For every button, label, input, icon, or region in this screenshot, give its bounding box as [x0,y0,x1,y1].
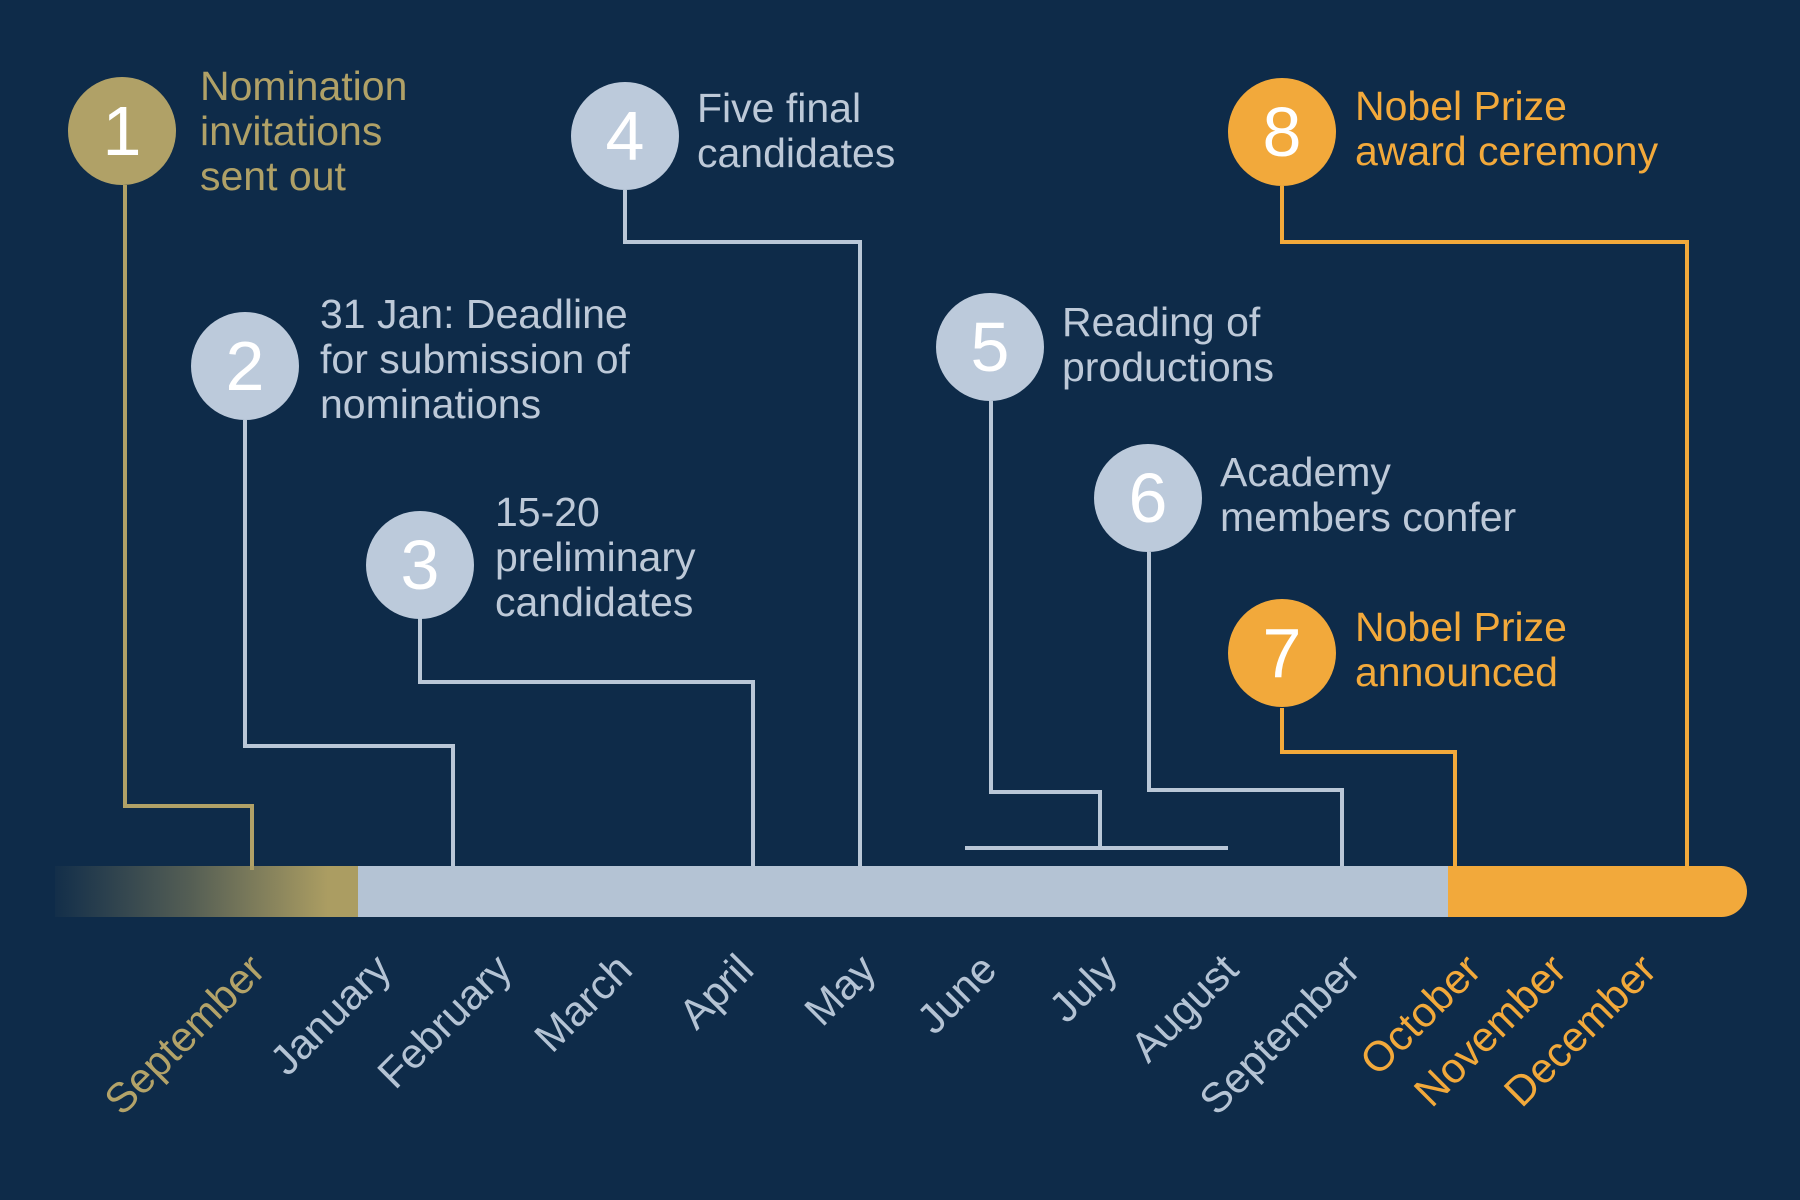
step-2-circle: 2 [191,312,299,420]
step-1-number: 1 [102,92,142,170]
connector-step-4 [623,190,862,870]
step-6-circle: 6 [1094,444,1202,552]
step-3-circle: 3 [366,511,474,619]
step-1-label: Nomination invitations sent out [200,63,408,199]
step-6-label: Academy members confer [1220,449,1517,540]
step-5-label: Reading of productions [1062,299,1274,390]
connector-step-6 [1147,552,1344,870]
connector-step-2 [243,420,455,870]
step-8-circle: 8 [1228,78,1336,186]
step-6-number: 6 [1128,459,1168,537]
step-7-number: 7 [1262,614,1302,692]
step-5-number: 5 [970,308,1010,386]
connector-step-3 [418,614,755,870]
step-4-circle: 4 [571,82,679,190]
connector-step-7 [1280,708,1457,870]
step-5-circle: 5 [936,293,1044,401]
step-8-number: 8 [1262,93,1302,171]
step-7-circle: 7 [1228,599,1336,707]
step-4-number: 4 [605,97,645,175]
step-4-label: Five final candidates [697,85,896,176]
step-2-label: 31 Jan: Deadline for submission of nomin… [320,291,630,427]
step-2-number: 2 [225,327,265,405]
step-1-circle: 1 [68,77,176,185]
timeline-bar-october-december-segment [1448,866,1747,917]
connector-step-5 [989,401,1102,846]
timeline-bar-september-gradient-segment [55,866,358,917]
step-8-label: Nobel Prize award ceremony [1355,83,1659,174]
step-7-label: Nobel Prize announced [1355,604,1567,695]
connector-step-8 [1280,186,1689,870]
step-3-label: 15-20 preliminary candidates [495,489,696,625]
connector-step-1 [123,185,254,870]
timeline-bar-january-september-segment [358,866,1448,917]
step-3-number: 3 [400,526,440,604]
